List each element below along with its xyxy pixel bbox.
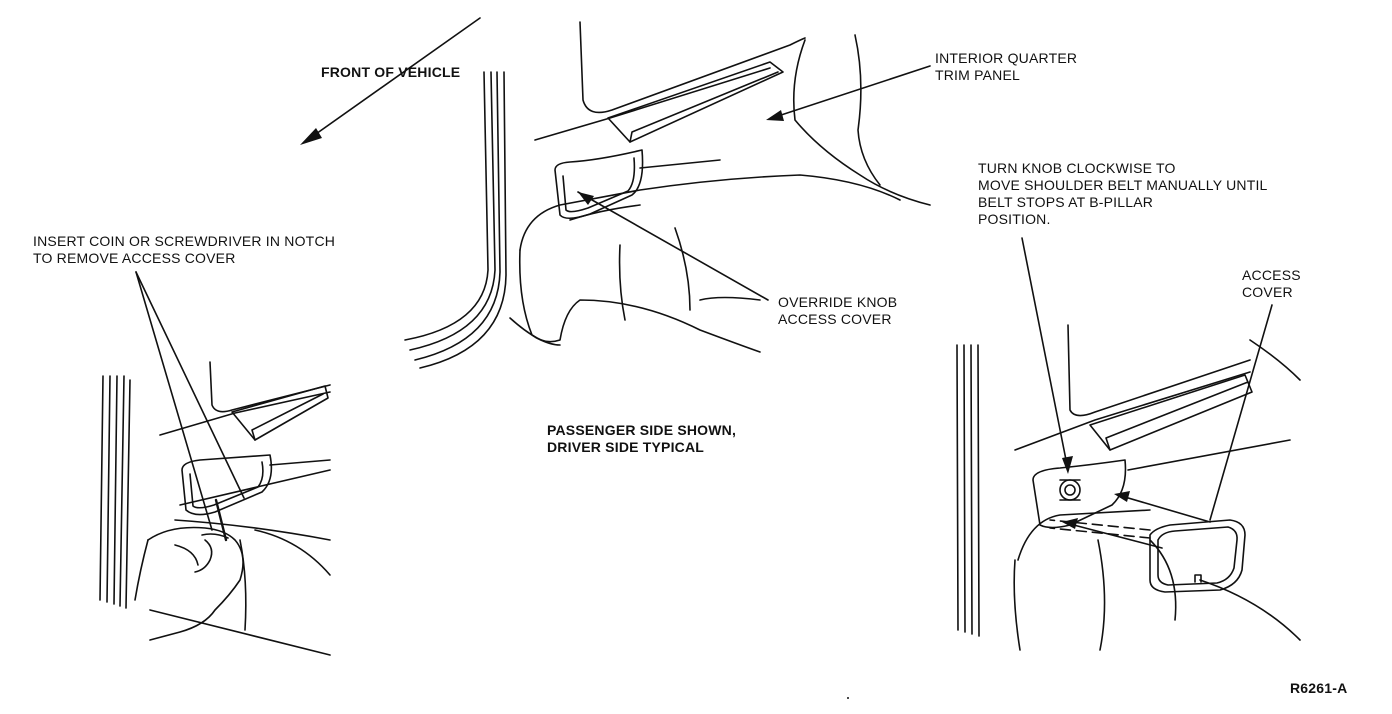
seat-top-edge xyxy=(519,174,901,251)
insert-coin-label: INSERT COIN OR SCREWDRIVER IN NOTCH TO R… xyxy=(33,233,335,267)
b-pillar-center xyxy=(404,71,507,369)
front-of-vehicle-label: FRONT OF VEHICLE xyxy=(321,64,461,80)
install-arrow-1 xyxy=(1065,522,1163,549)
knob-housing xyxy=(1032,459,1127,529)
label-line: OVERRIDE KNOB xyxy=(778,294,898,310)
override-knob xyxy=(1059,479,1081,501)
front-arrow-head xyxy=(300,128,322,145)
turn-knob-leader xyxy=(1021,237,1069,471)
access-cover-label: ACCESS COVER xyxy=(1242,267,1301,301)
quarter-panel-contour xyxy=(793,39,931,206)
label-line: TRIM PANEL xyxy=(935,67,1020,83)
window-edge xyxy=(579,21,806,114)
trim-shelf-right xyxy=(1089,374,1253,451)
label-line: INTERIOR QUARTER xyxy=(935,50,1078,66)
label-line: BELT STOPS AT B-PILLAR xyxy=(978,194,1154,210)
turn-knob-instruction-label: TURN KNOB CLOCKWISE TO MOVE SHOULDER BEL… xyxy=(978,160,1268,228)
trim-shelf xyxy=(607,61,784,143)
coin-leader-2 xyxy=(135,271,245,499)
access-cover-removed xyxy=(1149,519,1246,593)
trim-panel-leader xyxy=(771,65,931,119)
interior-quarter-trim-panel-label: INTERIOR QUARTER TRIM PANEL xyxy=(935,50,1077,84)
override-knob-access-cover-label: OVERRIDE KNOB ACCESS COVER xyxy=(778,294,897,328)
label-line: INSERT COIN OR SCREWDRIVER IN NOTCH xyxy=(33,233,336,249)
access-cover-left xyxy=(181,454,273,516)
top-center-view xyxy=(300,17,931,369)
override-knob-leader xyxy=(577,191,769,301)
label-line: TO REMOVE ACCESS COVER xyxy=(33,250,236,266)
label-line: COVER xyxy=(1242,284,1293,300)
hand xyxy=(147,526,244,641)
label-line: POSITION. xyxy=(978,211,1051,227)
label-line: MOVE SHOULDER BELT MANUALLY UNTIL xyxy=(978,177,1268,193)
install-arrow-2 xyxy=(1117,494,1211,523)
label-line: DRIVER SIDE TYPICAL xyxy=(547,439,705,455)
override-knob-cover-center xyxy=(554,149,644,220)
passenger-side-note: PASSENGER SIDE SHOWN, DRIVER SIDE TYPICA… xyxy=(547,422,736,456)
seat-seam-1 xyxy=(618,244,626,321)
front-of-vehicle-arrow xyxy=(305,17,481,142)
coin-leader-1 xyxy=(135,271,213,531)
access-cover-leader xyxy=(1209,304,1273,521)
left-view xyxy=(99,271,331,656)
label-line: PASSENGER SIDE SHOWN, xyxy=(547,422,737,438)
label-line: ACCESS xyxy=(1242,267,1301,283)
label-line: TURN KNOB CLOCKWISE TO xyxy=(978,160,1176,176)
right-view xyxy=(956,237,1301,651)
label-line: ACCESS COVER xyxy=(778,311,892,327)
figure-code: R6261-A xyxy=(1290,680,1348,696)
